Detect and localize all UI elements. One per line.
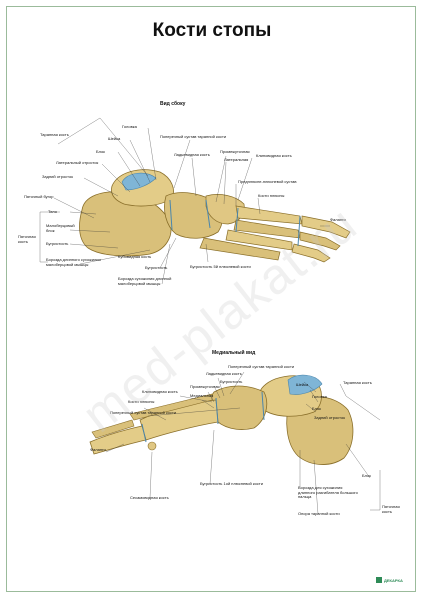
label-cuneiform-medial: Клиновидная кость (142, 389, 178, 394)
label-transverse-tarsal-joint-medial: Поперечный сустав таранной кости (110, 410, 177, 415)
label-body: Тело (48, 209, 57, 214)
label-talus-medial: Таранная кость (343, 380, 372, 385)
lateral-foot-illustration (79, 169, 351, 263)
medial-joint-lines (141, 391, 265, 443)
medial-metatarsal-2 (129, 393, 213, 421)
label-phalanges: Фаланги (330, 217, 346, 222)
label-tuberosity-medial: Бугристость (220, 379, 243, 384)
label-head: Головка (122, 124, 137, 129)
medial-phalanges-2 (91, 419, 135, 439)
label-intermediate-medial: Промежуточная (190, 384, 220, 389)
label-phalanges-medial: Фаланги (90, 447, 106, 452)
medial-leader-lines (105, 371, 381, 515)
medial-sesamoid-shape (147, 441, 157, 451)
poster-title: Кости стопы (152, 20, 272, 41)
label-neck: Шейка (108, 136, 121, 141)
lateral-metatarsal-5 (199, 237, 281, 261)
label-trochlea-medial: Блок (312, 406, 321, 411)
label-head-medial: Головка (312, 394, 327, 399)
label-sesamoid: Сесамовидная кость (130, 495, 169, 500)
label-sustentaculum: Опора таранной кости (298, 511, 340, 516)
label-calcaneus-medial: Пяточная кость (382, 504, 400, 514)
brand-name: ДЕКАРКА (384, 578, 403, 583)
lateral-phalanges-3 (291, 243, 331, 263)
label-medial-cuneiform: Медиальная (190, 393, 214, 398)
label-cuboid: Кубовидная кость (118, 254, 152, 259)
label-posterior-process-medial: Задний отросток (314, 415, 345, 420)
label-navicular-medial: Ладьевидная кость (206, 371, 242, 376)
label-posterior-process: Задний отросток (42, 174, 73, 179)
medial-foot-illustration (89, 374, 354, 465)
lateral-phalanges-1 (301, 215, 351, 239)
label-trochlea2-medial: Блок (362, 473, 371, 478)
label-tuberosity-calc: Бугристость (46, 241, 69, 246)
lateral-talus-cartilage (121, 172, 157, 191)
label-transverse-tarsal-joint-top: Поперечный сустав таранной кости (228, 364, 295, 369)
lateral-leader-lines (39, 117, 330, 285)
label-calcaneus: Пяточная кость (18, 234, 36, 244)
label-metatarsals: Кости плюсны (258, 193, 285, 198)
label-lateral-cuneiform: Латеральная (224, 157, 249, 162)
label-cuboid-groove: Борозда сухожилия длинной малоберцовой м… (118, 276, 172, 286)
lateral-view-heading: Вид сбоку (160, 101, 186, 107)
lateral-joint-lines (169, 199, 301, 247)
label-transverse-tarsal-joint: Поперечный сустав таранной кости (160, 134, 227, 139)
label-tarsometatarsal-joint: Предплюсне-плюсневой сустав (238, 179, 297, 184)
label-metatarsals-medial: Кости плюсны (128, 399, 155, 404)
label-navicular: Ладьевидная кость (174, 152, 210, 157)
lateral-metatarsal-3 (225, 229, 293, 251)
brand-logo-icon (376, 577, 382, 583)
label-fhl-groove: Борозда для сухожилия длинного разгибате… (298, 485, 358, 500)
label-peroneal-trochlea: Малоберцовый блок (46, 223, 75, 233)
label-tuberosity-cuboid: Бугристость (145, 265, 168, 270)
medial-view-heading: Медиальный вид (212, 350, 256, 356)
lateral-phalanges-2 (299, 231, 341, 251)
label-calcaneal-tuber: Пяточный бугор (24, 194, 54, 199)
label-first-metatarsal-tuberosity: Бугристость 1ой плюсневой кости (200, 481, 263, 486)
poster-frame (6, 6, 416, 592)
label-intermediate: Промежуточная (220, 149, 250, 154)
label-talus: Таранная кость (40, 132, 69, 137)
label-trochlea: Блок (96, 149, 105, 154)
label-cuneiform: Клиновидная кость (256, 153, 292, 158)
label-lateral-process: Латеральный отросток (56, 160, 99, 165)
label-peroneus-groove: Борозда длинного сухожилия малоберцовой … (46, 257, 101, 267)
label-fifth-metatarsal-tuberosity: Бугристость 5й плюсневой кости (190, 264, 251, 269)
medial-talus-cartilage (287, 374, 323, 395)
label-neck-medial: Шейка (296, 382, 309, 387)
